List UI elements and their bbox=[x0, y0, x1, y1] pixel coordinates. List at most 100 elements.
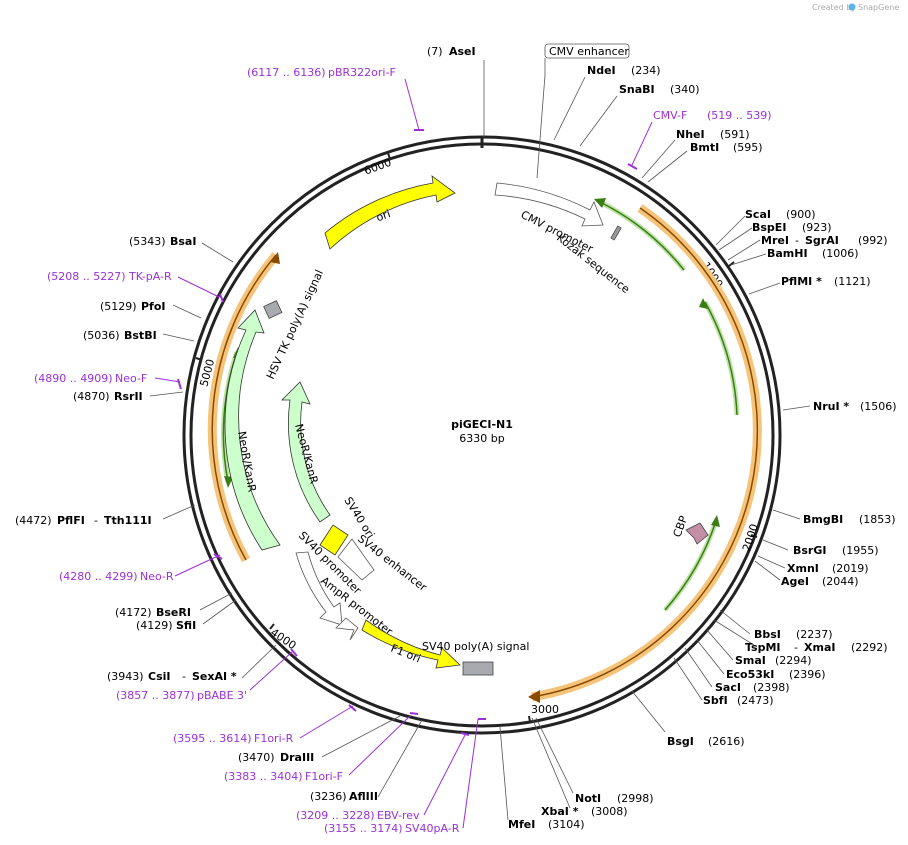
cmv-promoter-feature[interactable] bbox=[494, 182, 604, 227]
enzyme-pos-nrui: (1506) bbox=[860, 400, 897, 413]
enzyme-pos-pfoi: (5129) bbox=[100, 300, 137, 313]
enzyme-name-tspmi[interactable]: TspMI bbox=[745, 641, 781, 654]
sv40-ori-feature[interactable] bbox=[319, 524, 349, 556]
primer-range-pbr322ori-f: (6117 .. 6136) bbox=[247, 66, 326, 79]
enzyme-pos-nhei: (591) bbox=[720, 128, 750, 141]
primer-name-f1ori-r[interactable]: F1ori-R bbox=[254, 732, 294, 745]
enzyme-name-mrei[interactable]: MreI bbox=[761, 234, 789, 247]
primer-range-f1ori-f: (3383 .. 3404) bbox=[224, 770, 303, 783]
enzyme-pos-bsai: (5343) bbox=[129, 235, 166, 248]
primer-name-ebv-rev[interactable]: EBV-rev bbox=[377, 809, 420, 822]
primer-range-tk-pa-r: (5208 .. 5227) bbox=[47, 270, 126, 283]
orange-orf-band-left bbox=[207, 252, 280, 563]
hsv-tk-polya-label: HSV TK poly(A) signal bbox=[264, 268, 326, 381]
enzyme-pos-bseri: (4172) bbox=[115, 606, 152, 619]
kozak-label: Kozak sequence bbox=[554, 231, 632, 296]
enzyme-name-agei[interactable]: AgeI bbox=[781, 575, 809, 588]
enzyme-name-csii[interactable]: CsiI bbox=[148, 670, 170, 683]
hsv-tk-polya-feature[interactable] bbox=[263, 300, 283, 319]
primer-name-neo-f[interactable]: Neo-F bbox=[115, 372, 147, 385]
enzyme-name-scai[interactable]: ScaI bbox=[745, 208, 771, 221]
enzyme-name-rsrii[interactable]: RsrII bbox=[114, 390, 143, 403]
enzyme-name-noti[interactable]: NotI bbox=[575, 792, 601, 805]
enzyme-pos-bmgbi: (1853) bbox=[859, 513, 896, 526]
enzyme-name-bspei[interactable]: BspEI bbox=[752, 221, 786, 234]
green-orf-arrow-right bbox=[594, 198, 740, 612]
enzyme-name-bbsi[interactable]: BbsI bbox=[754, 628, 781, 641]
enzyme-name-sexai[interactable]: SexAI * bbox=[192, 670, 237, 683]
enzyme-name-pflmi[interactable]: PflMI * bbox=[781, 275, 822, 288]
enzyme-pos-bmti: (595) bbox=[733, 141, 763, 154]
primer-range-pbabe3: (3857 .. 3877) bbox=[116, 689, 195, 702]
enzyme-pos-bspei: (923) bbox=[802, 221, 832, 234]
enzyme-name-ndei[interactable]: NdeI bbox=[587, 64, 616, 77]
enzyme-dash-csii: - bbox=[182, 670, 186, 683]
enzyme-pos-bstbi: (5036) bbox=[83, 329, 120, 342]
tick-label-3000: 3000 bbox=[531, 703, 559, 716]
enzyme-name-bmgbi[interactable]: BmgBI bbox=[803, 513, 843, 526]
enzyme-name-snabi[interactable]: SnaBI bbox=[619, 83, 655, 96]
enzyme-name-sfii[interactable]: SfiI bbox=[176, 619, 196, 632]
enzyme-name-bsgi[interactable]: BsgI bbox=[667, 735, 694, 748]
enzyme-name-bmti[interactable]: BmtI bbox=[690, 141, 719, 154]
enzyme-pos-bsgi: (2616) bbox=[708, 735, 745, 748]
enzyme-name-draiii[interactable]: DraIII bbox=[280, 751, 314, 764]
enzyme-name-mfei[interactable]: MfeI bbox=[508, 818, 535, 831]
enzyme-pos-pflmi: (1121) bbox=[834, 275, 871, 288]
primer-name-sv40pa-r[interactable]: SV40pA-R bbox=[405, 822, 460, 835]
enzyme-pos-ndei: (234) bbox=[631, 64, 661, 77]
enzyme-pos-afliii: (3236) bbox=[310, 790, 347, 803]
enzyme-pos-sbfi: (2473) bbox=[737, 694, 774, 707]
primer-labels: (6117 .. 6136) pBR322ori-F CMV-F (519 ..… bbox=[34, 66, 772, 835]
enzyme-name-bamhi[interactable]: BamHI bbox=[767, 247, 808, 260]
neor-kanr-outer-feature[interactable] bbox=[224, 309, 281, 551]
enzyme-name-pflfi[interactable]: PflFI bbox=[57, 514, 85, 527]
primer-name-pbr322ori-f[interactable]: pBR322ori-F bbox=[328, 66, 396, 79]
kozak-feature[interactable] bbox=[610, 225, 622, 241]
primer-name-cmv-f[interactable]: CMV-F bbox=[653, 109, 687, 122]
enzyme-name-smai[interactable]: SmaI bbox=[735, 654, 766, 667]
primer-name-tk-pa-r[interactable]: TK-pA-R bbox=[128, 270, 172, 283]
primer-range-neo-f: (4890 .. 4909) bbox=[34, 372, 113, 385]
enzyme-pos-eco53ki: (2396) bbox=[789, 668, 826, 681]
tick-3000 bbox=[528, 715, 531, 723]
cbp-feature[interactable] bbox=[685, 522, 709, 545]
enzyme-name-bsrgi[interactable]: BsrGI bbox=[793, 544, 826, 557]
enzyme-pos-saci: (2398) bbox=[753, 681, 790, 694]
primer-leader-lines bbox=[154, 78, 653, 829]
enzyme-pos-bsrgi: (1955) bbox=[842, 544, 879, 557]
f1-ori-feature[interactable] bbox=[361, 619, 461, 669]
enzyme-name-afliii[interactable]: AflIII bbox=[349, 790, 378, 803]
enzyme-name-tth111i[interactable]: Tth111I bbox=[104, 514, 152, 527]
enzyme-name-bseri[interactable]: BseRI bbox=[156, 606, 191, 619]
enzyme-name-xbai[interactable]: XbaI * bbox=[541, 805, 579, 818]
tick-2000 bbox=[750, 534, 758, 538]
primer-name-neo-r[interactable]: Neo-R bbox=[140, 570, 174, 583]
enzyme-name-xmni[interactable]: XmnI bbox=[787, 562, 819, 575]
enzyme-name-saci[interactable]: SacI bbox=[715, 681, 741, 694]
enzyme-name-nhei[interactable]: NheI bbox=[676, 128, 705, 141]
enzyme-name-nrui[interactable]: NruI * bbox=[813, 400, 849, 413]
enzyme-pos-scai: (900) bbox=[786, 208, 816, 221]
enzyme-name-eco53ki[interactable]: Eco53kI bbox=[726, 668, 774, 681]
enzyme-name-pfoi[interactable]: PfoI bbox=[141, 300, 166, 313]
ampr-promoter-feature[interactable] bbox=[335, 617, 359, 641]
enzyme-name-bsai[interactable]: BsaI bbox=[170, 235, 196, 248]
enzyme-name-sbfi[interactable]: SbfI bbox=[703, 694, 728, 707]
plasmid-name: piGECI-N1 bbox=[451, 418, 513, 431]
primer-name-f1ori-f[interactable]: F1ori-F bbox=[305, 770, 343, 783]
primer-name-pbabe3[interactable]: pBABE 3' bbox=[197, 689, 247, 702]
enzyme-name-asei[interactable]: AseI bbox=[449, 45, 476, 58]
neor-kanr-inner-feature[interactable] bbox=[281, 381, 331, 523]
enzyme-name-bstbi[interactable]: BstBI bbox=[124, 329, 157, 342]
enzyme-name-sgrai[interactable]: SgrAI bbox=[805, 234, 839, 247]
primer-range-f1ori-r: (3595 .. 3614) bbox=[173, 732, 252, 745]
enzyme-pos-bamhi: (1006) bbox=[822, 247, 859, 260]
credit-text: Created by bbox=[812, 3, 856, 12]
cmv-enhancer-label[interactable]: CMV enhancer bbox=[549, 45, 629, 58]
ori-feature[interactable] bbox=[324, 175, 456, 250]
sv40-enhancer-feature[interactable] bbox=[337, 538, 375, 581]
enzyme-pos-tspmi: (2292) bbox=[851, 641, 888, 654]
sv40-polya-feature[interactable] bbox=[462, 661, 494, 676]
enzyme-name-xmai[interactable]: XmaI bbox=[804, 641, 835, 654]
